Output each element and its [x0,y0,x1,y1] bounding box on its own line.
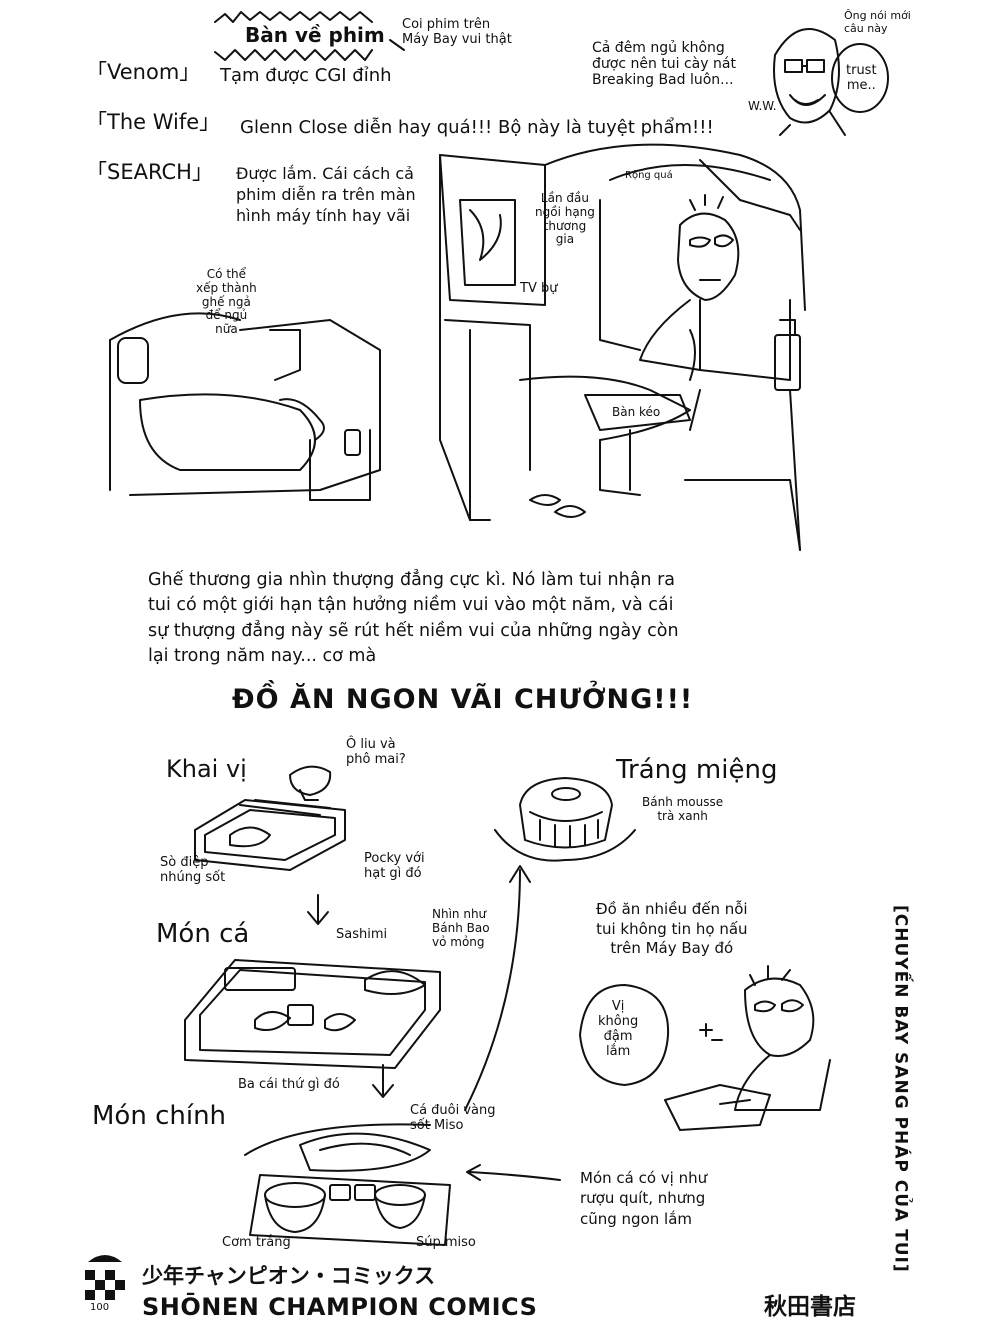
recline-seat-note: Có thể xếp thành ghế ngả để ngủ nữa [196,267,257,337]
ww-signature: W.W. [748,99,777,113]
three-things-note: Ba cái thứ gì đó [238,1077,340,1092]
trust-me-bubble: trust me.. [846,63,877,93]
movie-comment-venom: Tạm được CGI đỉnh [220,65,392,86]
footer-japanese-title: 少年チャンピオン・コミックス [142,1264,436,1288]
main-course-label: Món chính [92,1101,227,1131]
movie-title-venom: 「Venom」 [86,60,201,84]
tray-table-label: Bàn kéo [612,405,661,419]
chapter-side-title: [CHUYẾN BAY SANG PHÁP CỦA TUI] [890,905,911,1273]
checkered-logo [85,1255,125,1300]
movie-comment-search: Được lắm. Cái cách cả phim diễn ra trên … [236,164,416,225]
bun-note: Nhìn như Bánh Bao vỏ mỏng [432,907,490,949]
footer-english-title: SHŌNEN CHAMPION COMICS [142,1293,538,1321]
movies-banner: Bàn về phim [245,23,385,47]
eating-character-sketch [579,965,831,1131]
business-class-paragraph: Ghế thương gia nhìn thượng đẳng cực kì. … [148,570,679,667]
movie-title-search: 「SEARCH」 [86,160,213,184]
main-tray-sketch [244,1123,451,1246]
fish-course-label: Món cá [156,919,250,949]
so-much-food-note: Đồ ăn nhiều đến nỗi tui không tin họ nấu… [596,900,748,957]
miso-soup-note: Súp miso [416,1235,476,1250]
yellowtail-note: Cá đuôi vàng sốt Miso [410,1103,496,1133]
walter-white-sketch [773,27,889,136]
banner-zigzag [214,11,405,61]
movie-comment-the-wife: Glenn Close diễn hay quá!!! Bộ này là tu… [240,117,714,138]
first-business-note: Lần đầu ngồi hạng thương gia [535,191,595,247]
bland-taste-bubble: Vị không đậm lắm [598,999,639,1059]
big-tv-note: TV bự [520,281,558,296]
footer-publisher: 秋田書店 [764,1294,856,1320]
sashimi-note: Sashimi [336,927,388,942]
logo-number: 100 [90,1302,110,1313]
ww-quote-note: Ông nói mới câu này [844,9,911,35]
wide-note: Rộng quá [625,170,673,181]
rice-note: Cơm trắng [222,1235,291,1250]
starter-label: Khai vị [166,755,247,783]
movie-title-the-wife: 「The Wife」 [86,110,221,134]
scallop-note: Sò điệp nhúng sốt [160,855,226,885]
fish-taste-note: Món cá có vị như rượu quít, nhưng cũng n… [580,1169,708,1228]
course-arrows [307,865,561,1181]
dessert-label: Tráng miệng [616,755,778,785]
headline-food: ĐỒ ĂN NGON VÃI CHƯỞNG!!! [232,684,694,715]
breaking-bad-note: Cả đêm ngủ không được nên tui cày nát Br… [592,40,736,89]
starter-tray-sketch [194,765,346,871]
dessert-sketch [494,777,636,862]
fish-tray-sketch [184,959,441,1069]
olive-cheese-note: Ô liu và phô mai? [346,737,406,767]
matcha-mousse-note: Bánh mousse trà xanh [642,795,724,823]
cabin-sketch [109,143,806,551]
banner-note: Coi phim trên Máy Bay vui thật [402,17,512,47]
pocky-note: Pocky với hạt gì đó [364,851,425,881]
